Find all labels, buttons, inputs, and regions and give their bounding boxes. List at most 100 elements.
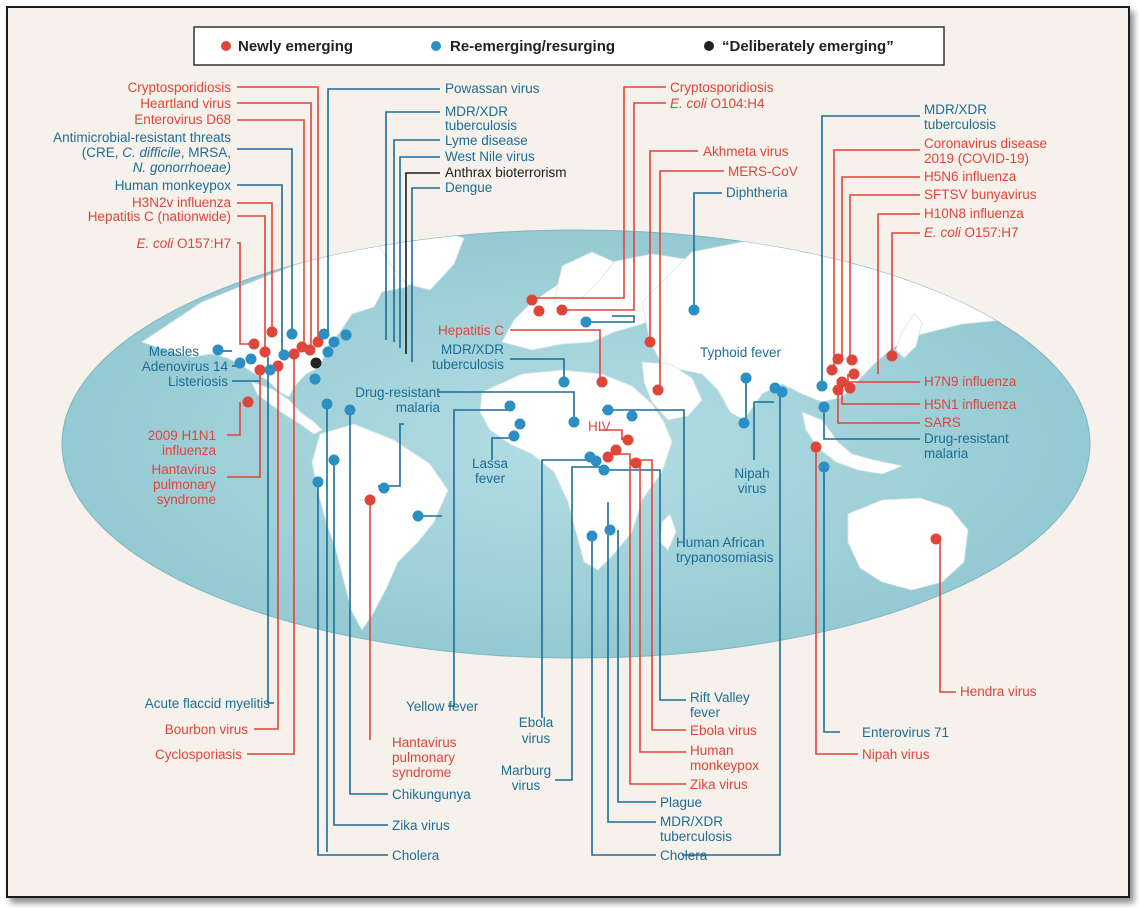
label-rift-valley-fever: Rift Valley: [690, 690, 750, 705]
dot: [688, 304, 700, 316]
dot: [234, 357, 246, 369]
dot: [652, 384, 664, 396]
label-drug-resistant-malaria-sa: Drug-resistant: [355, 385, 440, 400]
label-mdr-tb-na-line2: tuberculosis: [445, 118, 517, 133]
dot: [740, 372, 752, 384]
dot: [264, 364, 276, 376]
label-drug-resistant-malaria-sa-line2: malaria: [396, 400, 441, 415]
label-drug-resistant-malaria-as-line2: malaria: [924, 446, 969, 461]
label-human-monkeypox-af-line2: monkeypox: [690, 758, 759, 773]
dot: [318, 328, 330, 340]
dot: [626, 410, 638, 422]
dot: [818, 461, 830, 473]
label-mdr-tb-af-line2: tuberculosis: [660, 829, 732, 844]
dot: [886, 350, 898, 362]
disease-labels: Cryptosporidiosis Heartland virus Entero…: [53, 80, 1047, 863]
dot: [586, 530, 598, 542]
dot: [776, 386, 788, 398]
label-sars: SARS: [924, 415, 961, 430]
dot: [590, 455, 602, 467]
label-lassa-fever: Lassa: [472, 456, 509, 471]
label-west-nile-virus: West Nile virus: [445, 149, 535, 164]
dot: [580, 316, 592, 328]
label-ecoli-na-strain: O157:H7: [173, 236, 231, 251]
dot: [309, 373, 321, 385]
legend-deliberate-label: “Deliberately emerging”: [722, 38, 894, 55]
label-zika-virus-sa: Zika virus: [392, 818, 450, 833]
label-hps-na-line2: pulmonary: [153, 477, 216, 492]
dot: [602, 451, 614, 463]
label-cryptosporidiosis-eu: Cryptosporidiosis: [670, 80, 774, 95]
label-plague: Plague: [660, 795, 702, 810]
dot: [278, 349, 290, 361]
dot: [738, 417, 750, 429]
dot: [514, 418, 526, 430]
label-hiv: HIV: [588, 419, 611, 434]
label-adenovirus-14: Adenovirus 14: [142, 359, 229, 374]
label-amr-threats-line2: (CRE, C. difficile, MRSA,: [82, 145, 231, 160]
dot: [312, 476, 324, 488]
label-enterovirus-d68: Enterovirus D68: [134, 112, 231, 127]
label-ecoli-eu-italic: E. coli: [670, 96, 708, 111]
label-human-african-trypanosomiasis-line2: trypanosomiasis: [676, 550, 774, 565]
dot: [504, 400, 516, 412]
dot: [818, 401, 830, 413]
label-mdr-tb-eu-line2: tuberculosis: [432, 357, 504, 372]
label-amr-threats-line3: N. gonorrhoeae): [133, 160, 231, 175]
dot: [412, 510, 424, 522]
label-nipah-virus-as-line2: virus: [738, 481, 767, 496]
label-listeriosis: Listeriosis: [168, 374, 228, 389]
dot: [816, 380, 828, 392]
dot: [378, 482, 390, 494]
figure-frame: Newly emerging Re-emerging/resurging “De…: [6, 6, 1130, 898]
dot: [328, 454, 340, 466]
legend: Newly emerging Re-emerging/resurging “De…: [193, 26, 945, 66]
label-hepatitis-c-eu: Hepatitis C: [438, 323, 504, 338]
label-hps-sa: Hantavirus: [392, 735, 457, 750]
legend-newly-dot: [221, 41, 231, 51]
label-yellow-fever: Yellow fever: [406, 699, 479, 714]
label-mdr-tb-na: MDR/XDR: [445, 104, 508, 119]
label-hps-sa-line2: pulmonary: [392, 750, 455, 765]
dot: [602, 404, 614, 416]
label-mdr-tb-as: MDR/XDR: [924, 102, 987, 117]
legend-reemerging-dot: [431, 41, 441, 51]
dot: [622, 434, 634, 446]
dot: [304, 344, 316, 356]
dot: [259, 346, 271, 358]
label-h7n9-influenza: H7N9 influenza: [924, 374, 1017, 389]
label-anthrax-bioterrorism: Anthrax bioterrorism: [445, 165, 567, 180]
dot: [212, 344, 224, 356]
label-nipah-virus-as: Nipah: [734, 466, 769, 481]
label-h10n8-influenza: H10N8 influenza: [924, 206, 1024, 221]
label-amr-threats: Antimicrobial-resistant threats: [53, 130, 231, 145]
dot: [242, 396, 254, 408]
dot: [312, 336, 324, 348]
label-2009-h1n1-line2: influenza: [162, 443, 217, 458]
dot: [630, 457, 642, 469]
legend-newly-label: Newly emerging: [238, 38, 353, 55]
australia: [847, 497, 969, 591]
dot: [832, 384, 844, 396]
dot: [556, 304, 568, 316]
label-cyclosporiasis: Cyclosporiasis: [155, 747, 242, 762]
label-mdr-tb-as-line2: tuberculosis: [924, 117, 996, 132]
dot: [508, 430, 520, 442]
dot: [322, 346, 334, 358]
dot: [598, 464, 610, 476]
label-ebola-virus: Ebola virus: [690, 723, 757, 738]
dot: [364, 494, 376, 506]
label-h3n2v-influenza: H3N2v influenza: [132, 195, 232, 210]
label-ebola-virus-af-line2: virus: [522, 731, 551, 746]
label-cholera-sa: Cholera: [392, 848, 440, 863]
label-zika-virus-af: Zika virus: [690, 777, 748, 792]
label-marburg-virus-line2: virus: [512, 778, 541, 793]
label-ecoli-eu-strain: O104:H4: [707, 96, 765, 111]
label-powassan-virus: Powassan virus: [445, 81, 540, 96]
label-mers-cov: MERS-CoV: [728, 164, 798, 179]
label-h5n6-influenza: H5N6 influenza: [924, 169, 1017, 184]
label-sftsv-bunyavirus: SFTSV bunyavirus: [924, 187, 1037, 202]
dot: [321, 398, 333, 410]
dot: [533, 305, 545, 317]
dot: [245, 353, 257, 365]
